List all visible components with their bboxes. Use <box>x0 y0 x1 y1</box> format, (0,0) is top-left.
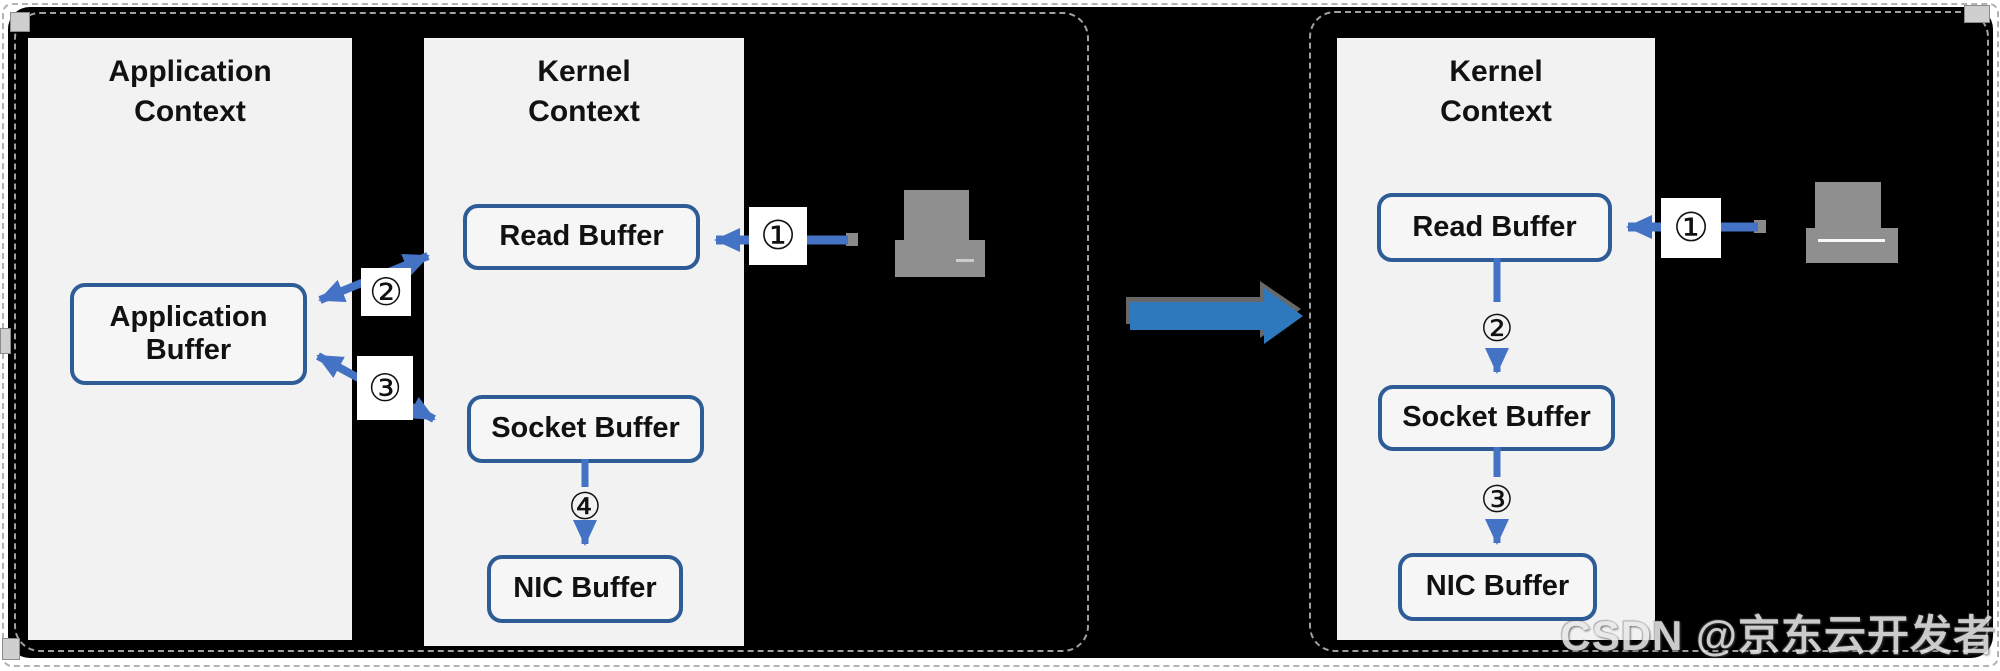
step2-badge-left: ② <box>361 268 411 316</box>
selection-handle <box>1964 5 1990 23</box>
read-buffer-box-left: Read Buffer <box>463 204 700 270</box>
step2-label-right: ② <box>1477 308 1517 348</box>
kernel-context-title-right: Kernel Context <box>1337 38 1655 131</box>
title-line: Context <box>134 94 246 128</box>
step-number: ② <box>1480 306 1514 350</box>
box-label: Socket Buffer <box>1402 401 1591 434</box>
application-context-title: Application Context <box>28 38 352 131</box>
step1-badge-left: ① <box>749 207 807 265</box>
application-buffer-box: Application Buffer <box>70 283 307 385</box>
box-label: Read Buffer <box>499 220 664 253</box>
selection-handle <box>0 328 11 354</box>
disk-icon <box>1806 182 1898 266</box>
title-line: Context <box>1440 94 1552 128</box>
title-line: Kernel <box>1449 55 1543 88</box>
step-number: ② <box>368 270 404 314</box>
title-line: Context <box>528 94 640 128</box>
box-label: Read Buffer <box>1412 210 1577 243</box>
right-panel-border <box>1309 11 1989 652</box>
box-label: Application Buffer <box>109 300 268 366</box>
selection-handle <box>10 12 30 32</box>
box-label: Socket Buffer <box>491 412 680 445</box>
left-panel-border <box>14 12 1089 652</box>
step-number: ③ <box>367 366 403 410</box>
disk-icon-body <box>895 239 985 278</box>
disk-icon-slot <box>1817 239 1886 243</box>
read-buffer-box-right: Read Buffer <box>1377 193 1612 262</box>
box-label: NIC Buffer <box>513 572 657 605</box>
socket-buffer-box-left: Socket Buffer <box>467 395 704 463</box>
watermark: CSDN @京东云开发者 <box>1560 612 1996 659</box>
disk-icon <box>895 190 985 280</box>
disk-icon-top <box>904 190 969 240</box>
disk-icon-body <box>1806 228 1898 264</box>
kernel-context-title-left: Kernel Context <box>424 38 744 131</box>
step4-label-left: ④ <box>565 486 605 526</box>
nic-buffer-box-left: NIC Buffer <box>487 555 683 623</box>
step3-badge-left: ③ <box>357 356 413 420</box>
step3-label-right: ③ <box>1477 479 1517 519</box>
step-number: ④ <box>568 484 602 528</box>
title-line: Application <box>108 55 272 88</box>
title-line: Kernel <box>537 55 631 88</box>
disk-icon-slot <box>956 259 975 263</box>
step1-badge-right: ① <box>1661 198 1721 258</box>
nic-buffer-box-right: NIC Buffer <box>1398 553 1597 621</box>
disk-icon-top <box>1815 182 1882 229</box>
step-number: ① <box>760 213 796 259</box>
selection-handle <box>2 638 20 660</box>
step-number: ① <box>1673 205 1709 251</box>
box-label: NIC Buffer <box>1425 570 1570 603</box>
socket-buffer-box-right: Socket Buffer <box>1378 385 1615 451</box>
step-number: ③ <box>1480 477 1514 521</box>
